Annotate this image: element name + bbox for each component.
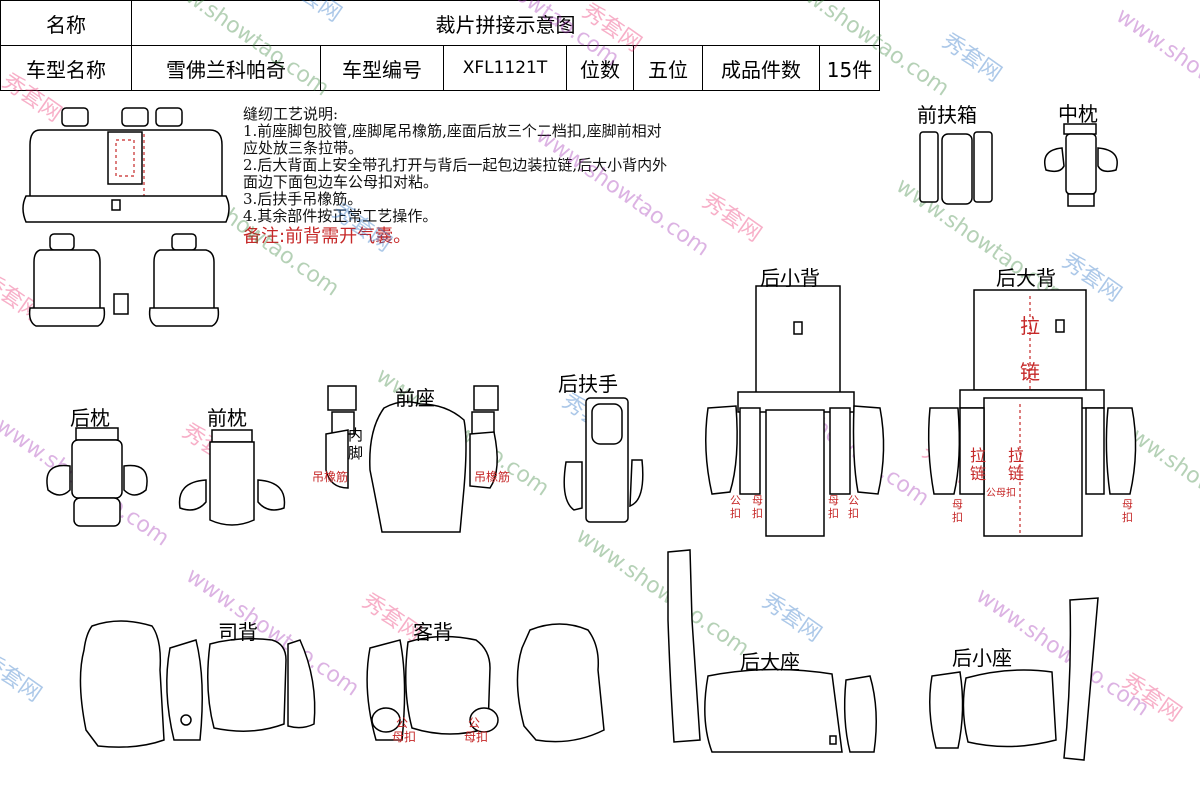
- sewing-notes: 缝纫工艺说明: 1.前座脚包胶管,座脚尾吊橡筋,座面后放三个二档扣,座脚前相对 …: [243, 106, 883, 249]
- seats-label: 位数: [566, 45, 634, 91]
- rear-armrest-piece: [563, 397, 644, 523]
- passenger-back-piece: [366, 623, 605, 743]
- label-zip-left-1: 拉: [970, 446, 987, 465]
- rear-bench-overview: [22, 107, 230, 223]
- label-rear-big-back: 后大背: [996, 266, 1056, 290]
- label-rear-small-seat: 后小座: [952, 646, 1012, 670]
- notes-remark: 备注:前背需开气囊。: [243, 226, 412, 247]
- label-snap-big-r2: 扣: [1122, 511, 1133, 524]
- label-snap-small-r1: 母: [752, 494, 763, 507]
- front-seat-piece: [325, 385, 499, 533]
- label-snap-small-bl2: 扣: [828, 507, 839, 520]
- label-inner-foot-2: 脚: [348, 444, 364, 462]
- notes-title: 缝纫工艺说明:: [243, 105, 339, 123]
- label-rear-armrest: 后扶手: [558, 372, 618, 396]
- rear-small-seat-piece: [929, 597, 1099, 761]
- label-snap-small-bl1: 母: [828, 494, 839, 507]
- name-label: 名称: [0, 0, 132, 46]
- label-rear-pillow: 后枕: [70, 406, 110, 430]
- notes-line: 3.后扶手吊橡筋。: [243, 190, 363, 208]
- notes-line: 1.前座脚包胶管,座脚尾吊橡筋,座面后放三个二档扣,座脚前相对: [243, 122, 662, 140]
- model-label: 车型名称: [0, 45, 132, 91]
- label-snap-gm-4: 母扣: [464, 730, 489, 744]
- front-seats-overview: [28, 233, 220, 327]
- label-snap-small-r2: 扣: [752, 507, 763, 520]
- label-snap-big-mid: 公母扣: [986, 488, 1016, 499]
- count-value: 15件: [819, 45, 880, 91]
- rear-pillow-piece: [46, 427, 148, 527]
- label-zipper-1: 拉: [1020, 314, 1040, 338]
- notes-line: 应处放三条拉带。: [243, 139, 364, 157]
- label-snap-small-l2: 扣: [730, 507, 741, 520]
- label-snap-small-br2: 扣: [848, 507, 859, 520]
- label-rear-big-seat: 后大座: [740, 650, 800, 674]
- label-snap-small-br1: 公: [848, 494, 859, 507]
- header-table: 名称 裁片拼接示意图 车型名称 雪佛兰科帕奇 车型编号 XFL1121T 位数 …: [0, 0, 880, 91]
- label-snap-big-l1: 母: [952, 498, 963, 511]
- label-snap-gm-1: 公: [396, 716, 409, 730]
- label-snap-gm-2: 母扣: [392, 730, 417, 744]
- middle-pillow-piece: [1044, 123, 1118, 207]
- model-value: 雪佛兰科帕奇: [131, 45, 321, 91]
- label-zip-left-2: 链: [970, 464, 987, 483]
- label-elastic-left: 吊橡筋: [312, 470, 349, 484]
- front-armrest-box-piece: [919, 131, 993, 205]
- label-driver-back: 司背: [218, 620, 258, 644]
- label-snap-small-l1: 公: [730, 494, 741, 507]
- rear-small-back-piece: [705, 285, 885, 537]
- front-pillow-piece: [178, 429, 286, 526]
- label-front-armrest-box: 前扶箱: [917, 103, 977, 127]
- label-middle-pillow: 中枕: [1058, 102, 1098, 126]
- label-zip-right-1: 拉: [1008, 446, 1025, 465]
- rear-big-seat-piece: [667, 549, 877, 753]
- notes-line: 4.其余部件按正常工艺操作。: [243, 207, 438, 225]
- label-passenger-back: 客背: [413, 620, 453, 644]
- label-rear-small-back: 后小背: [760, 266, 820, 290]
- label-snap-big-l2: 扣: [952, 511, 963, 524]
- label-front-seat: 前座: [395, 386, 435, 410]
- label-snap-gm-3: 公: [468, 716, 481, 730]
- label-zipper-2: 链: [1020, 360, 1040, 384]
- label-snap-big-r1: 母: [1122, 498, 1133, 511]
- notes-line: 2.后大背面上安全带孔打开与背后一起包边装拉链,后大小背内外: [243, 156, 668, 174]
- code-label: 车型编号: [320, 45, 444, 91]
- rear-big-back-piece: [927, 289, 1137, 537]
- code-value: XFL1121T: [443, 45, 567, 91]
- label-front-pillow: 前枕: [207, 406, 247, 430]
- label-inner-foot-1: 内: [348, 426, 364, 444]
- sheet-title: 裁片拼接示意图: [131, 0, 880, 46]
- label-zip-right-2: 链: [1008, 464, 1025, 483]
- label-elastic-right: 吊橡筋: [474, 470, 511, 484]
- notes-line: 面边下面包边车公母扣对粘。: [243, 173, 439, 191]
- count-label: 成品件数: [702, 45, 820, 91]
- driver-back-piece: [79, 620, 316, 748]
